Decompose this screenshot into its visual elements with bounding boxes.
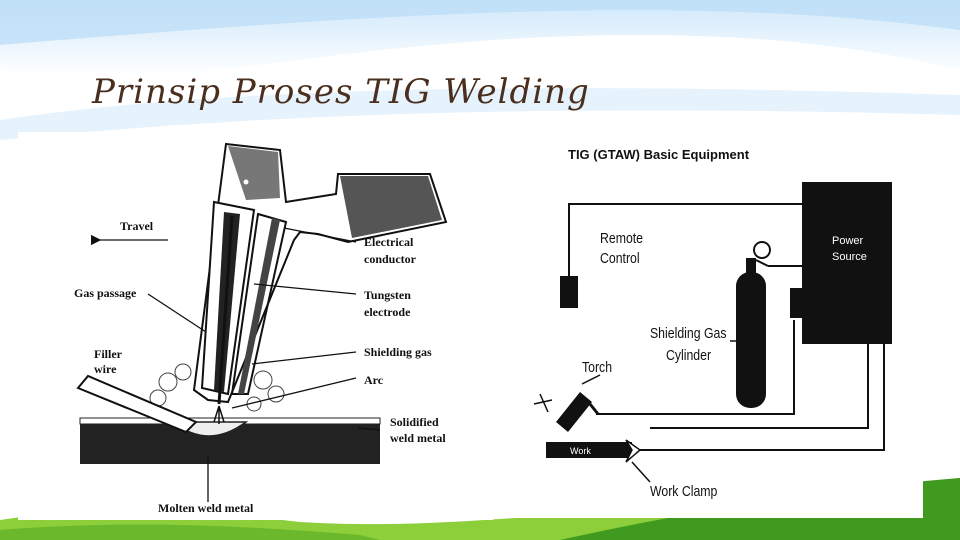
label-work: Work [570, 446, 591, 456]
label-electrical: Electrical [364, 235, 414, 249]
label-molten: Molten weld metal [158, 501, 254, 515]
torch-handle [556, 392, 592, 432]
label-solidified: Solidified [390, 415, 439, 429]
label-source: Source [832, 251, 867, 263]
label-arc: Arc [364, 373, 384, 387]
torch-cross-section: Travel Gas passage Filler wire Electrica… [74, 142, 448, 515]
torch-body [192, 142, 448, 405]
label-shielding-gas: Shielding gas [364, 345, 432, 359]
label-weld-metal: weld metal [390, 431, 446, 445]
label-torch: Torch [582, 359, 612, 375]
remote-control-box [560, 276, 578, 308]
label-wire: wire [94, 362, 117, 376]
label-power: Power [832, 235, 864, 247]
arc-glow [213, 405, 225, 424]
power-source-box [802, 182, 892, 344]
tig-equipment-diagram: TIG (GTAW) Basic Equipment Power Source … [500, 132, 923, 518]
label-electrode: electrode [364, 305, 411, 319]
shielding-gas-clouds [149, 363, 285, 412]
slide-title: Prinsip Proses TIG Welding [92, 72, 590, 112]
work-clamp [625, 439, 642, 463]
label-cylinder: Cylinder [666, 347, 711, 363]
label-remote: Remote [600, 230, 643, 246]
label-travel: Travel [120, 219, 154, 233]
label-work-clamp: Work Clamp [650, 483, 718, 499]
equipment-heading: TIG (GTAW) Basic Equipment [568, 147, 750, 162]
label-conductor: conductor [364, 252, 417, 266]
label-shielding-gas-equip: Shielding Gas [650, 325, 727, 341]
gas-cylinder [736, 272, 766, 408]
label-tungsten: Tungsten [364, 288, 411, 302]
tig-torch-diagram: Travel Gas passage Filler wire Electrica… [18, 132, 493, 520]
cables [568, 203, 885, 451]
label-filler: Filler [94, 347, 123, 361]
filler-wire [76, 374, 198, 434]
work-piece [546, 442, 632, 458]
equipment-schematic: TIG (GTAW) Basic Equipment Power Source … [533, 147, 892, 499]
label-control: Control [600, 250, 640, 266]
label-gas-passage: Gas passage [74, 286, 137, 300]
